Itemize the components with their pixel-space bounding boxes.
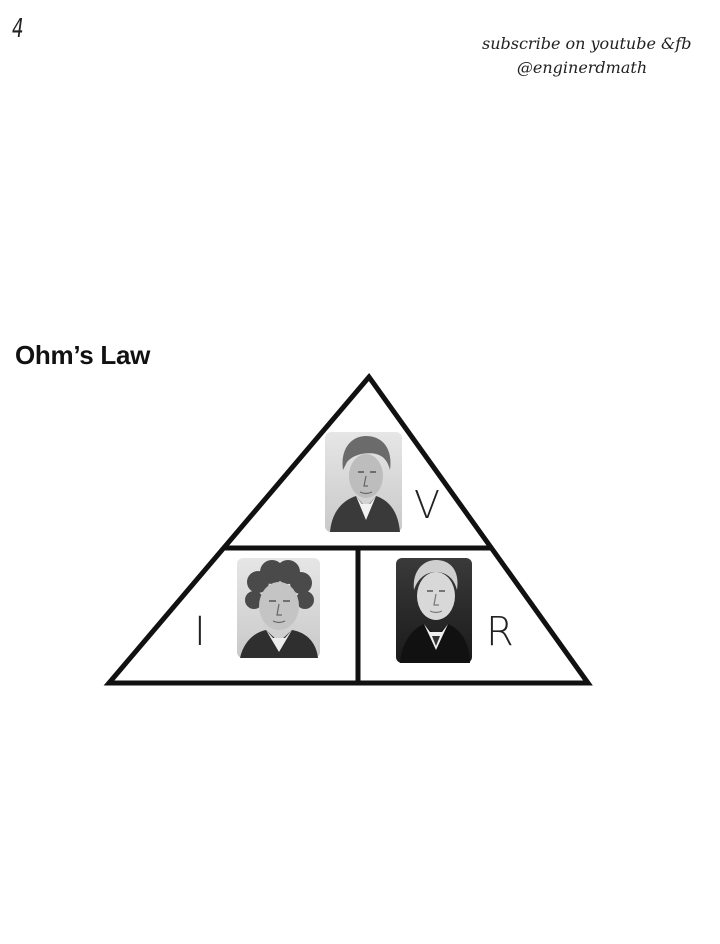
portrait-ampere: [237, 558, 320, 658]
page-number: 4: [12, 14, 24, 44]
portrait-ohm: [396, 558, 472, 663]
letter-v: V: [414, 483, 440, 527]
page-title: Ohm’s Law: [15, 340, 151, 370]
letter-i: I: [194, 609, 206, 655]
promo-handle-line: @enginerdmath: [516, 58, 648, 77]
promo-subscribe-line: subscribe on youtube &fb: [482, 34, 692, 53]
portrait-volta: [325, 432, 402, 532]
promo-text: subscribe on youtube &fb @enginerdmath: [482, 32, 692, 80]
letter-r: R: [486, 609, 514, 655]
